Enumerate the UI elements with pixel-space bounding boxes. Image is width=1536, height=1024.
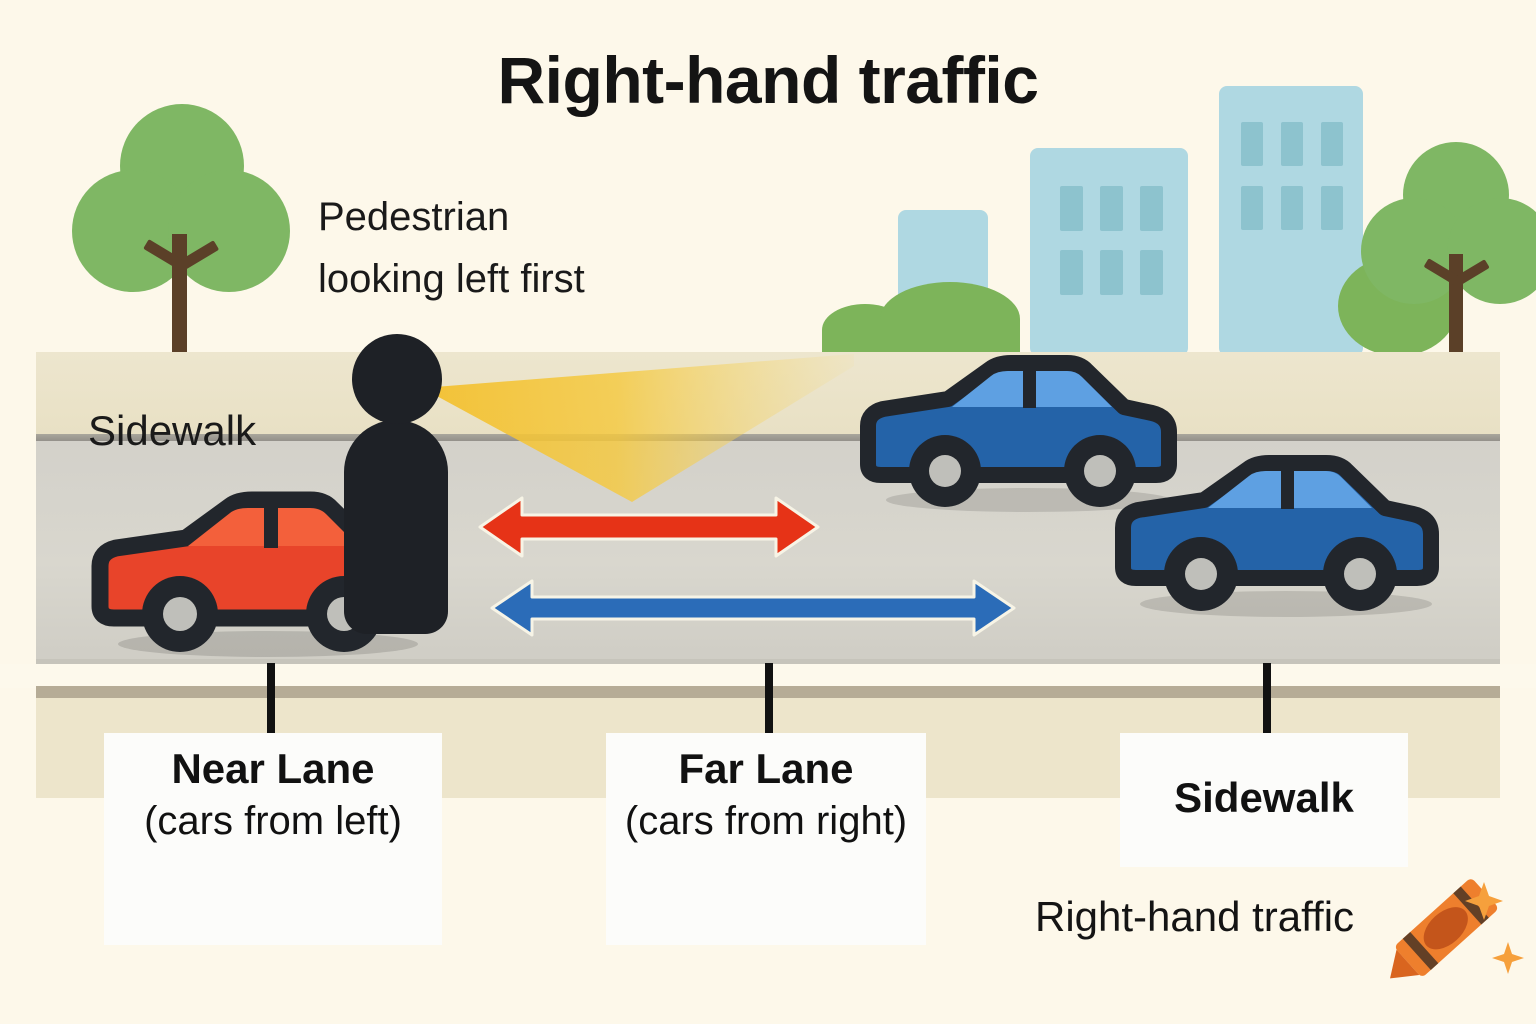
- blue-car-far-lane-2: [1102, 452, 1450, 624]
- callout-near-lane: Near Lane (cars from left): [104, 733, 442, 945]
- pedestrian-note-line-1: Pedestrian: [318, 195, 510, 239]
- building-window: [1321, 186, 1343, 230]
- bush-center: [880, 282, 1020, 356]
- callout-sidewalk: Sidewalk: [1120, 733, 1408, 867]
- pedestrian-figure: [336, 334, 456, 634]
- callout-near-lane-title: Near Lane: [171, 745, 375, 792]
- building-window: [1100, 186, 1123, 231]
- callout-tick-sidewalk: [1263, 663, 1271, 735]
- pedestrian-head: [352, 334, 442, 424]
- building-window: [1060, 186, 1083, 231]
- near-lane-direction-arrow: [478, 492, 820, 567]
- building-window: [1281, 122, 1303, 166]
- callout-far-lane-title: Far Lane: [678, 745, 854, 792]
- tree-right: [1355, 142, 1536, 368]
- road-bottom-edge: [36, 659, 1500, 664]
- pedestrian-body: [344, 420, 448, 634]
- callout-tick-near-lane: [267, 663, 275, 735]
- building-window: [1100, 250, 1123, 295]
- tree-foliage: [168, 170, 290, 292]
- pedestrian-note: Pedestrian looking left first: [318, 186, 585, 310]
- building-window: [1321, 122, 1343, 166]
- building-window: [1140, 250, 1163, 295]
- callout-sidewalk-title: Sidewalk: [1174, 773, 1354, 821]
- building-window: [1241, 186, 1263, 230]
- page-title: Right-hand traffic: [497, 43, 1039, 117]
- gaze-cone: [418, 352, 858, 512]
- footer-caption: Right-hand traffic: [1035, 893, 1355, 940]
- callout-far-lane: Far Lane (cars from right): [606, 733, 926, 945]
- building-window: [1140, 186, 1163, 231]
- building-medium-center: [1030, 148, 1188, 356]
- blue-car-far-lane-1: [848, 352, 1188, 518]
- callout-far-lane-subtitle: (cars from right): [624, 798, 908, 843]
- crayon-watermark: [1368, 862, 1528, 997]
- callout-near-lane-subtitle: (cars from left): [144, 798, 402, 843]
- building-window: [1241, 122, 1263, 166]
- far-lane-direction-arrow: [490, 575, 1016, 646]
- curb-line: [36, 434, 1500, 441]
- sidewalk-inline-label: Sidewalk: [88, 407, 257, 454]
- pedestrian-note-line-2: looking left first: [318, 257, 585, 301]
- tree-left: [62, 104, 312, 368]
- building-window: [1281, 186, 1303, 230]
- callout-tick-far-lane: [765, 663, 773, 735]
- building-window: [1060, 250, 1083, 295]
